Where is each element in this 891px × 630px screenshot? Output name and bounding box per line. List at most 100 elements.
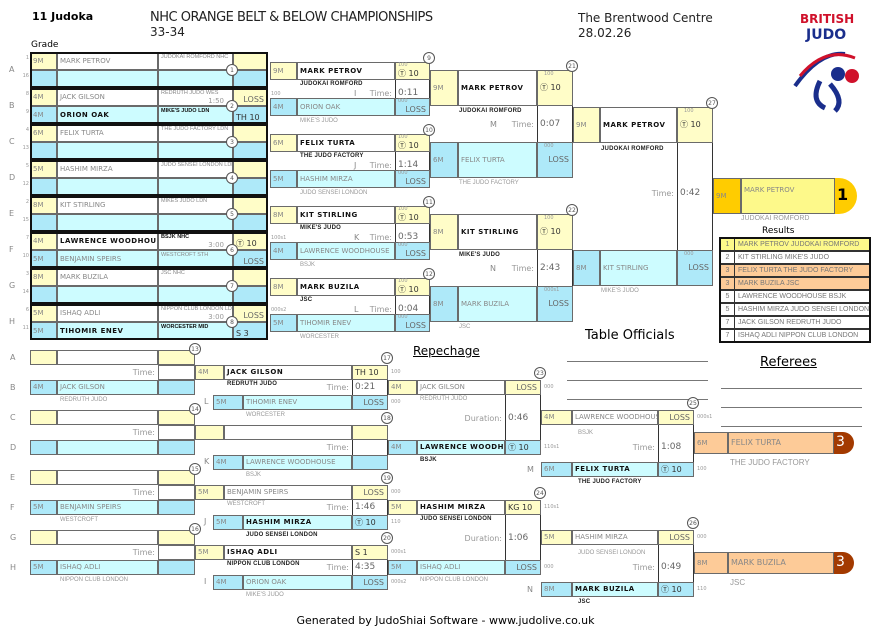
pool-letter: A: [9, 65, 15, 74]
match-time: 0:21: [355, 382, 376, 392]
score-points: 100: [684, 108, 694, 114]
grade-cell: 5M: [30, 560, 57, 575]
bracket-connector: [537, 106, 538, 142]
bracket-connector: [395, 80, 396, 98]
grade-cell: 4M: [270, 98, 297, 116]
score-points: 000: [398, 170, 408, 176]
result-competitor: ISHAQ ADLI NIPPON CLUB LONDON: [738, 332, 859, 339]
competitor-club: JSC NHC: [158, 268, 233, 286]
score-points: 110: [697, 586, 707, 592]
score-cell: [233, 70, 268, 88]
match-number-badge: 6: [226, 244, 238, 256]
judoka-count: 11 Judoka: [32, 10, 94, 23]
score-cell: [233, 142, 268, 160]
score-cell: [233, 52, 268, 70]
competitor-name: [57, 142, 158, 160]
competitor-club: [158, 214, 233, 232]
match-number-badge: 17: [381, 352, 393, 364]
bronze-place: 3: [834, 552, 854, 574]
score-cell: [158, 530, 195, 545]
competitor-club: WORCESTER: [300, 334, 339, 340]
grade-cell: [30, 350, 57, 365]
time-label: Time:: [369, 161, 392, 170]
time-label: Time:: [326, 563, 349, 572]
competitor-name: MARK BUZILA: [57, 268, 158, 286]
match-number-badge: 16: [189, 523, 201, 535]
seed-number: 12: [22, 181, 29, 187]
grade-cell: [30, 70, 57, 88]
score-cell: Ⓣ 10: [352, 515, 388, 530]
match-time: 1:06: [508, 533, 529, 543]
match-time: 1:08: [661, 442, 682, 452]
score-cell: [233, 178, 268, 196]
seed-number: 5: [25, 163, 29, 169]
competitor-name: LAWRENCE WOODHOUSE: [243, 455, 352, 470]
venue: The Brentwood Centre: [578, 11, 713, 25]
score-points: 110: [391, 519, 401, 525]
score-points: 100: [271, 91, 281, 97]
competitor-name: ISHAQ ADLI: [417, 560, 505, 575]
time-label: Duration:: [464, 534, 502, 543]
competitor-club: JUDO SENSEI LONDON: [420, 516, 492, 522]
result-place: 5: [721, 304, 735, 315]
bracket-connector: [429, 296, 430, 314]
competitor-club: JSC: [300, 297, 313, 303]
competitor-name: HASHIM MIRZA: [57, 160, 158, 178]
competitor-name: ISHAQ ADLI: [57, 560, 158, 575]
competitor-name: ORION OAK: [243, 575, 352, 590]
score-cell: LOSS: [233, 250, 268, 268]
score-cell: Ⓣ 10: [677, 107, 713, 143]
score-cell: LOSS: [395, 98, 430, 116]
score-cell: LOSS: [233, 88, 268, 106]
score-points: 000: [697, 534, 707, 540]
competitor-club: MIKE'S JUDO LDN: [158, 106, 233, 124]
match-letter: J: [204, 517, 207, 526]
grade-cell: 4M: [30, 88, 57, 106]
score-cell: Ⓣ 10: [537, 70, 573, 106]
score-cell: [233, 196, 268, 214]
competitor-name: [57, 530, 158, 545]
score-cell: LOSS: [658, 410, 694, 425]
competitor-name: MARK BUZILA: [458, 286, 537, 322]
result-competitor: MARK PETROV JUDOKAI ROMFORD: [738, 241, 860, 248]
grade-cell: 5M: [270, 170, 297, 188]
competitor-name: MARK PETROV: [57, 52, 158, 70]
score-points: 100: [398, 206, 408, 212]
grade-cell: [30, 286, 57, 304]
grade-cell: 5M: [541, 530, 572, 545]
competitor-club: JSC: [578, 599, 591, 605]
match-time: 0:42: [680, 188, 701, 198]
time-label: Time:: [369, 233, 392, 242]
competitor-name: TIHOMIR ENEV: [297, 314, 395, 332]
seed-number: 10: [22, 253, 29, 259]
grade-cell: 9M: [30, 52, 57, 70]
time-label: Time:: [132, 368, 155, 377]
grade-cell: 9M: [270, 62, 297, 80]
bracket-connector: [352, 440, 353, 455]
score-points: 000s1: [544, 287, 560, 293]
competitor-club: THE JUDO FACTORY LDN: [158, 124, 233, 142]
pool-letter: A: [10, 353, 16, 362]
winner-club: JUDOKAI ROMFORD: [741, 215, 810, 222]
match-letter: M: [527, 465, 534, 474]
seed-number: 11: [22, 325, 29, 331]
time-label: Time:: [326, 503, 349, 512]
competitor-name: [57, 178, 158, 196]
score-cell: [158, 560, 195, 575]
bronze-name: MARK BUZILA: [728, 552, 834, 574]
match-time: 0:11: [398, 88, 419, 98]
competitor-club: JUDOKAI ROMFORD: [459, 108, 522, 114]
competitor-name: HASHIM MIRZA: [297, 170, 395, 188]
match-number-badge: 25: [687, 397, 699, 409]
competitor-name: [57, 286, 158, 304]
bracket-connector: [387, 440, 388, 455]
competitor-club: NIPPON CLUB LONDON: [227, 561, 300, 567]
grade-cell: 5M: [388, 500, 417, 515]
competitor-club: REDRUTH JUDO: [227, 381, 278, 387]
competitor-name: MARK BUZILA: [297, 278, 395, 296]
competitor-name: HASHIM MIRZA: [243, 515, 352, 530]
